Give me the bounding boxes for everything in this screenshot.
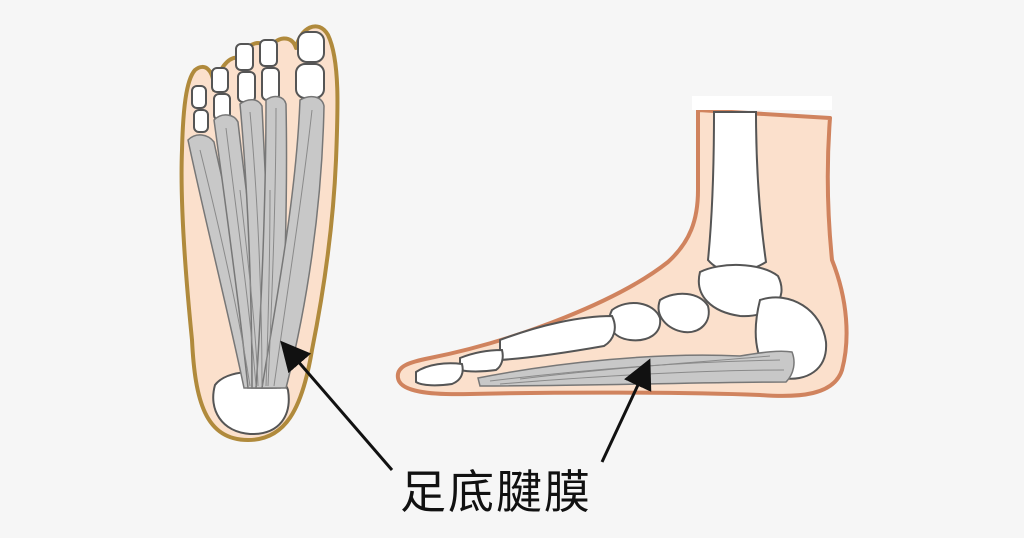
plantar-fascia-label: 足底腱膜 (400, 465, 592, 519)
pointer-arrow-top-view (280, 340, 394, 471)
leg-cut-edge (692, 96, 832, 110)
pointer-arrow-side-view (600, 358, 652, 463)
plantar-fascia-top (187, 95, 325, 389)
foot-bottom-view (179, 24, 340, 442)
fascia-fibers-top (199, 107, 313, 387)
foot-side-view (395, 96, 849, 398)
foot-bones-side (415, 264, 828, 387)
toe-bones (191, 31, 325, 133)
